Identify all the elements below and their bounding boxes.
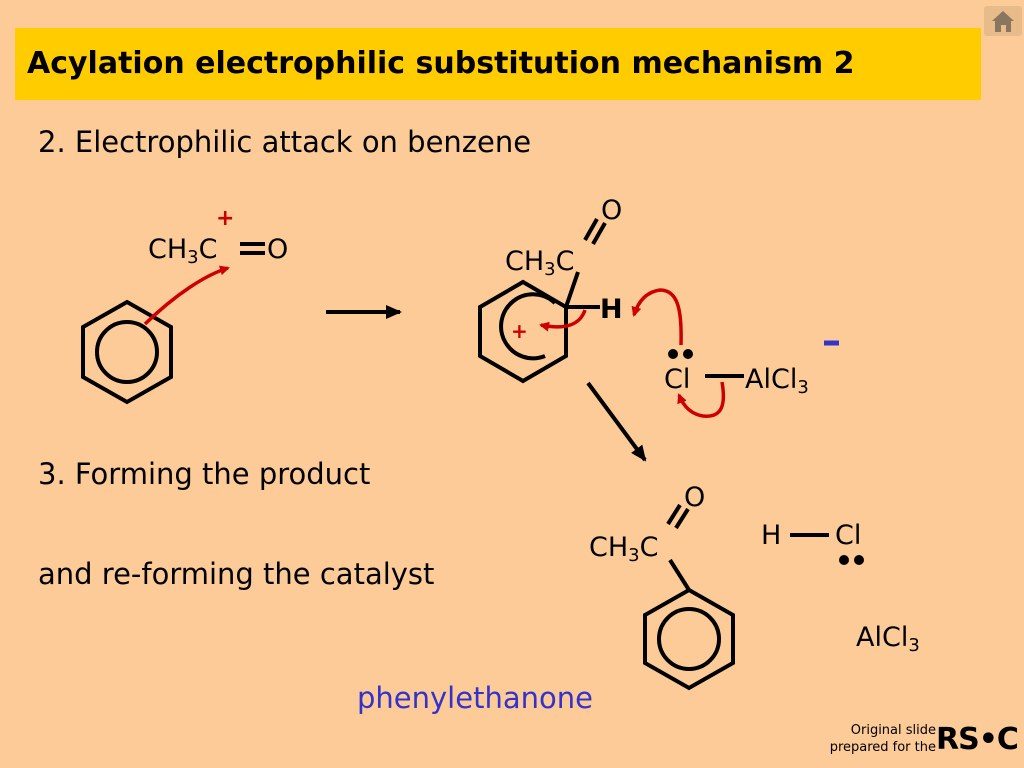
catalyst-alcl3: AlCl3 — [856, 622, 920, 656]
product-arrow — [586, 381, 647, 462]
curly-arrow-restore-ring — [539, 309, 587, 332]
step-3-heading: 3. Forming the product — [38, 457, 371, 491]
reactant-acylium: CH3C — [148, 234, 218, 268]
step-2-heading: 2. Electrophilic attack on benzene — [38, 125, 532, 159]
reactant-benzene-ring — [81, 299, 173, 405]
intermediate-positive-charge: + — [511, 319, 528, 343]
reactant-double-bond — [240, 242, 265, 255]
intermediate-hydrogen: H — [600, 294, 623, 325]
intermediate-oxygen: O — [601, 195, 623, 226]
home-icon — [992, 11, 1014, 32]
intermediate-acyl-group: CH3C — [505, 246, 575, 280]
product-double-bond — [666, 503, 690, 530]
chloride-alcl3: AlCl3 — [745, 364, 809, 398]
home-button[interactable] — [984, 6, 1022, 36]
acylium-positive-charge: + — [216, 206, 235, 231]
title-bar: Acylation electrophilic substitution mec… — [15, 28, 981, 100]
product-name: phenylethanone — [357, 681, 593, 715]
rsc-logo[interactable]: RS•C — [936, 722, 1019, 757]
hcl-lone-pair — [839, 555, 864, 565]
product-oxygen: O — [684, 482, 706, 513]
product-c-ring-bond — [668, 558, 691, 592]
curly-arrow-attack — [143, 265, 230, 326]
curly-arrow-cl-to-h — [631, 288, 683, 346]
chloride-cl: Cl — [664, 364, 691, 395]
slide-title: Acylation electrophilic substitution mec… — [27, 46, 855, 81]
credit-text: Original slide prepared for the — [808, 722, 936, 756]
intermediate-double-bond — [583, 218, 607, 245]
credit-line-2: prepared for the — [829, 740, 936, 755]
hcl-chlorine: Cl — [835, 520, 862, 551]
reactant-oxygen: O — [267, 234, 289, 265]
credit-line-1: Original slide — [850, 723, 936, 738]
product-benzene-ring — [643, 587, 735, 691]
step-3-subheading: and re-forming the catalyst — [38, 557, 435, 591]
product-acyl-group: CH3C — [589, 532, 659, 566]
cl-lone-pair — [668, 349, 693, 359]
curly-arrow-bond-to-cl — [677, 381, 726, 418]
hcl-hydrogen: H — [761, 520, 782, 551]
intermediate-c-ring-bond — [564, 271, 580, 308]
